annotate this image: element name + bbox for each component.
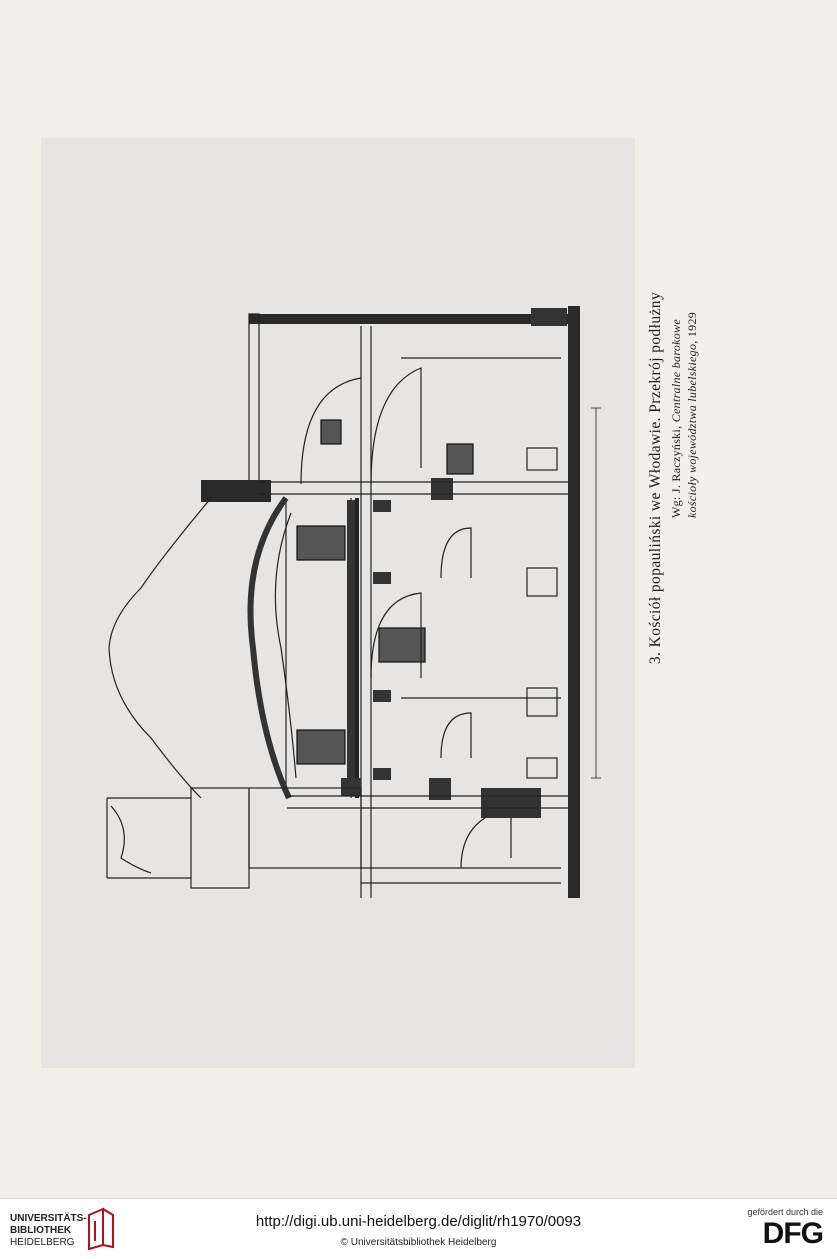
permalink-url[interactable]: http://digi.ub.uni-heidelberg.de/diglit/… (255, 1213, 582, 1230)
funding-label: gefördert durch die (747, 1207, 823, 1217)
source-title-a: Centralne barokowe (669, 319, 683, 423)
library-name-line3: HEIDELBERG (10, 1237, 75, 1248)
library-logo-icon (88, 1207, 114, 1251)
copyright-notice: © Universitätsbibliothek Heidelberg (340, 1237, 497, 1248)
caption-source: Wg: J. Raczyński, Centralne barokowe (669, 319, 684, 518)
dfg-logo: DFG (762, 1217, 824, 1250)
caption-title: 3. Kościół popauliński we Włodawie. Prze… (647, 291, 664, 665)
book-page: 3. Kościół popauliński we Włodawie. Prze… (41, 138, 700, 1068)
digitization-footer: UNIVERSITÄTS- BIBLIOTHEK HEIDELBERG http… (0, 1198, 837, 1259)
source-author: Wg: J. Raczyński, (669, 422, 683, 518)
source-title-b: kościoły województwa lubelskiego (685, 343, 699, 518)
church-section-drawing (106, 306, 601, 898)
library-logo-text: UNIVERSITÄTS- BIBLIOTHEK HEIDELBERG (10, 1213, 87, 1249)
library-name-line2: BIBLIOTHEK (10, 1225, 72, 1236)
architectural-section-plate (41, 138, 635, 1068)
library-name-line1: UNIVERSITÄTS- (10, 1213, 87, 1224)
caption-source-cont: kościoły województwa lubelskiego, 1929 (685, 312, 700, 518)
source-year: , 1929 (685, 311, 699, 344)
